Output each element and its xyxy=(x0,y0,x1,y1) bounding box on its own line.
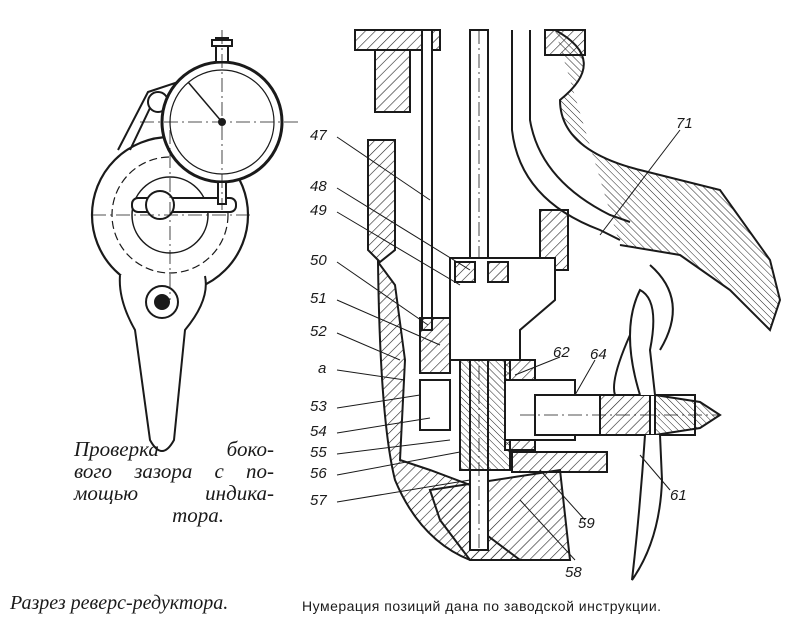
caption-line-1: Проверка боко- xyxy=(74,437,274,461)
label-52: 52 xyxy=(310,323,327,340)
label-53: 53 xyxy=(310,398,327,415)
label-51: 51 xyxy=(310,290,327,307)
label-59: 59 xyxy=(578,515,595,532)
label-57: 57 xyxy=(310,492,327,509)
gearbox-cross-section xyxy=(354,29,782,581)
part-labels: 47 48 49 50 51 52 a 53 54 55 56 57 58 59… xyxy=(310,115,693,581)
caption-line-4: тора. xyxy=(172,503,224,527)
leader-lines xyxy=(336,129,681,561)
label-49: 49 xyxy=(310,202,327,219)
label-71: 71 xyxy=(676,115,693,132)
label-48: 48 xyxy=(310,178,327,195)
label-a: a xyxy=(318,360,326,377)
figure-note: Нумерация позиций дана по заводской инст… xyxy=(302,598,662,614)
label-64: 64 xyxy=(590,346,607,363)
caption-line-2: вого зазора с по- xyxy=(74,459,274,483)
figure-title: Разрез реверс-редуктора. xyxy=(10,592,229,614)
indicator-check-caption: Проверка боко- вого зазора с по- мощью и… xyxy=(74,438,274,526)
label-54: 54 xyxy=(310,423,327,440)
caption-line-3: мощью индика- xyxy=(74,481,274,505)
label-58: 58 xyxy=(565,564,582,581)
indicator-check-sketch xyxy=(90,30,300,452)
label-50: 50 xyxy=(310,252,327,269)
label-56: 56 xyxy=(310,465,327,482)
label-47: 47 xyxy=(310,127,327,144)
label-61: 61 xyxy=(670,487,687,504)
label-62: 62 xyxy=(553,344,570,361)
label-55: 55 xyxy=(310,444,327,461)
